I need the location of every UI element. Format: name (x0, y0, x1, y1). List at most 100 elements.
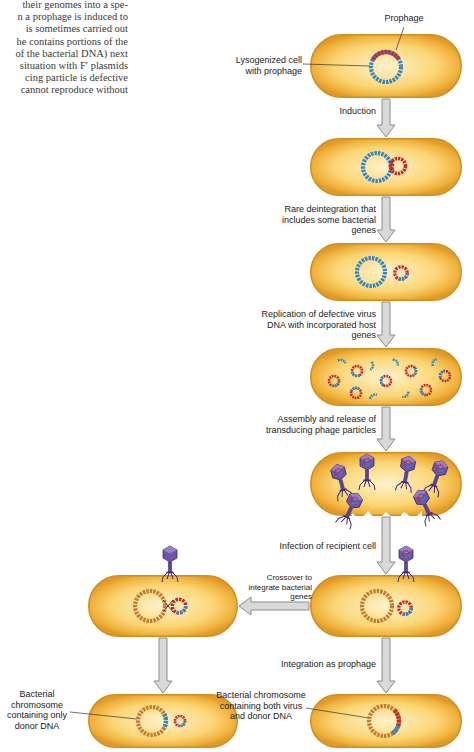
defective-phage-dna (439, 370, 452, 383)
cell-wall (311, 35, 462, 98)
body-text-fragment: situation with F′ plasmids (0, 60, 128, 72)
transducing-phage (398, 546, 414, 582)
bacterial-cell (88, 575, 238, 637)
recipient-chromosome (135, 591, 165, 621)
bacterial-cell (310, 452, 462, 516)
cell-outline (310, 575, 462, 637)
process-arrow (377, 517, 395, 574)
cell-wall (311, 576, 462, 637)
bacterial-chromosome (357, 258, 385, 286)
callout-label: Prophage (376, 13, 432, 24)
step-label: Replication of defective virus DNA with … (252, 309, 376, 341)
donor-phage-dna (399, 602, 412, 615)
process-arrow (377, 197, 395, 242)
cell-wall (89, 576, 238, 637)
cell-outline (310, 694, 462, 748)
process-arrow (377, 638, 395, 693)
cell-wall (311, 349, 462, 406)
donor-phage-dna (172, 599, 186, 613)
step-label: Assembly and release of transducing phag… (252, 414, 376, 435)
transducing-phage (329, 462, 354, 501)
defective-phage-dna (395, 267, 408, 280)
prophage-dna (373, 52, 399, 60)
recipient-chromosome (362, 591, 392, 621)
leader-line (70, 712, 137, 719)
dna-fragment (431, 358, 437, 366)
cell-outline (310, 34, 462, 98)
body-text-fragment: cannot reproduce without (0, 84, 128, 96)
dna-fragment (402, 392, 409, 399)
prophage-loop (391, 159, 406, 174)
cell-outline (310, 138, 462, 196)
bacterial-cell (310, 575, 462, 637)
donor-dna (392, 726, 399, 734)
bacterial-cell (310, 138, 462, 196)
process-arrow (377, 302, 395, 347)
transducing-phage (411, 487, 441, 526)
cell-rupture (352, 511, 422, 521)
body-text-fragment: is sometimes carried out (0, 23, 128, 35)
transducing-phage (423, 458, 450, 497)
cell-wall (311, 244, 462, 301)
recipient-chromosome (369, 706, 399, 736)
dna-fragment (370, 362, 373, 370)
process-arrow (377, 407, 395, 451)
bacterial-cell (310, 348, 462, 406)
callout-label: Bacterial chromosome containing only don… (2, 689, 72, 731)
bacterial-cell: Bacterial chromosome containing both vir… (310, 694, 462, 748)
callout-label: Bacterial chromosome containing both vir… (212, 690, 310, 722)
dna-fragment (393, 358, 400, 365)
defective-phage-dna (379, 374, 393, 388)
cell-wall (311, 453, 462, 516)
transducing-phage (359, 454, 375, 490)
step-label: Induction (276, 106, 376, 117)
defective-phage-dna (421, 385, 431, 395)
excised-phage-dna (175, 716, 185, 726)
leader-line (396, 27, 404, 50)
bacterial-chromosome (363, 153, 391, 181)
process-arrow (154, 638, 172, 693)
cell-wall (311, 695, 462, 748)
body-text-fragment: he contains portions of the (0, 36, 128, 48)
prophage-junction (391, 161, 392, 172)
body-text-fragment: their genomes into a spe- (0, 0, 128, 11)
defective-phage-dna (350, 364, 364, 378)
step-label: Crossover to integrate bacterial genes (238, 573, 312, 602)
defective-phage-dna (350, 387, 363, 400)
recipient-chromosome (138, 707, 166, 735)
dna-fragment (369, 393, 377, 399)
cell-outline (88, 694, 238, 748)
prophage-dna (395, 710, 399, 726)
bacterial-chromosome (371, 52, 401, 82)
empty-phage (162, 546, 178, 582)
body-text-fragment: of the bacterial DNA) next (0, 48, 128, 60)
transducing-phage (335, 490, 365, 529)
step-label: Infection of recipient cell (252, 541, 376, 552)
dna-fragment (338, 359, 346, 364)
body-text-fragment: cing particle is defective (0, 72, 128, 84)
leader-line (306, 708, 369, 718)
transducing-phage (395, 455, 417, 493)
bacterial-cell: ProphageLysogenized cell with prophage (310, 34, 462, 98)
donor-dna (164, 714, 166, 728)
body-text-fragment: n a prophage is induced to (0, 11, 128, 23)
cell-wall (311, 139, 462, 196)
cell-outline (88, 575, 238, 637)
process-arrow (377, 99, 395, 137)
step-label: Integration as prophage (252, 659, 376, 670)
defective-phage-dna (329, 376, 339, 386)
defective-phage-dna (404, 364, 418, 378)
bacterial-cell: Bacterial chromosome containing only don… (88, 694, 238, 748)
cell-wall (89, 695, 238, 748)
cell-outline (310, 243, 462, 301)
crossover-lines (163, 600, 173, 612)
cell-outline (310, 452, 462, 516)
leader-line (303, 64, 370, 66)
cell-outline (310, 348, 462, 406)
bacterial-cell (310, 243, 462, 301)
